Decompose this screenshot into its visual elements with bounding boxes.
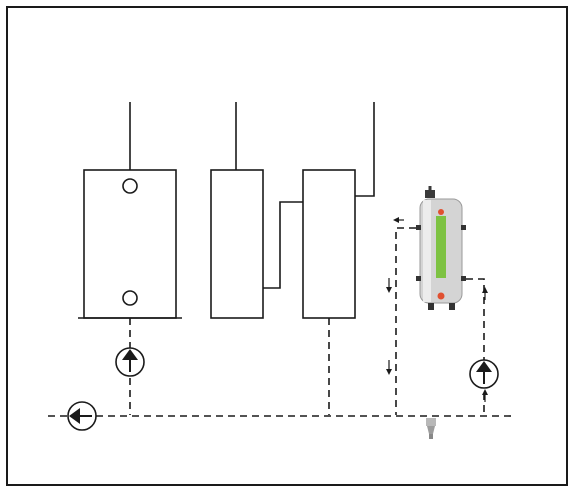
- circulation-pump-right-icon: [469, 359, 499, 389]
- unit-right: [302, 169, 356, 319]
- boiler-port-top-icon: [122, 178, 138, 194]
- unit-middle: [210, 169, 264, 319]
- heater-return-line: [395, 227, 416, 415]
- drain-valve-icon: [426, 418, 436, 439]
- connector-middle-right: [263, 201, 303, 289]
- storage-water-heater-icon: [416, 186, 466, 310]
- circulation-pump-left-icon: [115, 347, 145, 377]
- boiler-port-bottom-icon: [122, 290, 138, 306]
- circulation-pump-main-icon: [67, 401, 97, 431]
- boiler-tank: [78, 169, 182, 319]
- supply-line-unit-right: [355, 102, 375, 197]
